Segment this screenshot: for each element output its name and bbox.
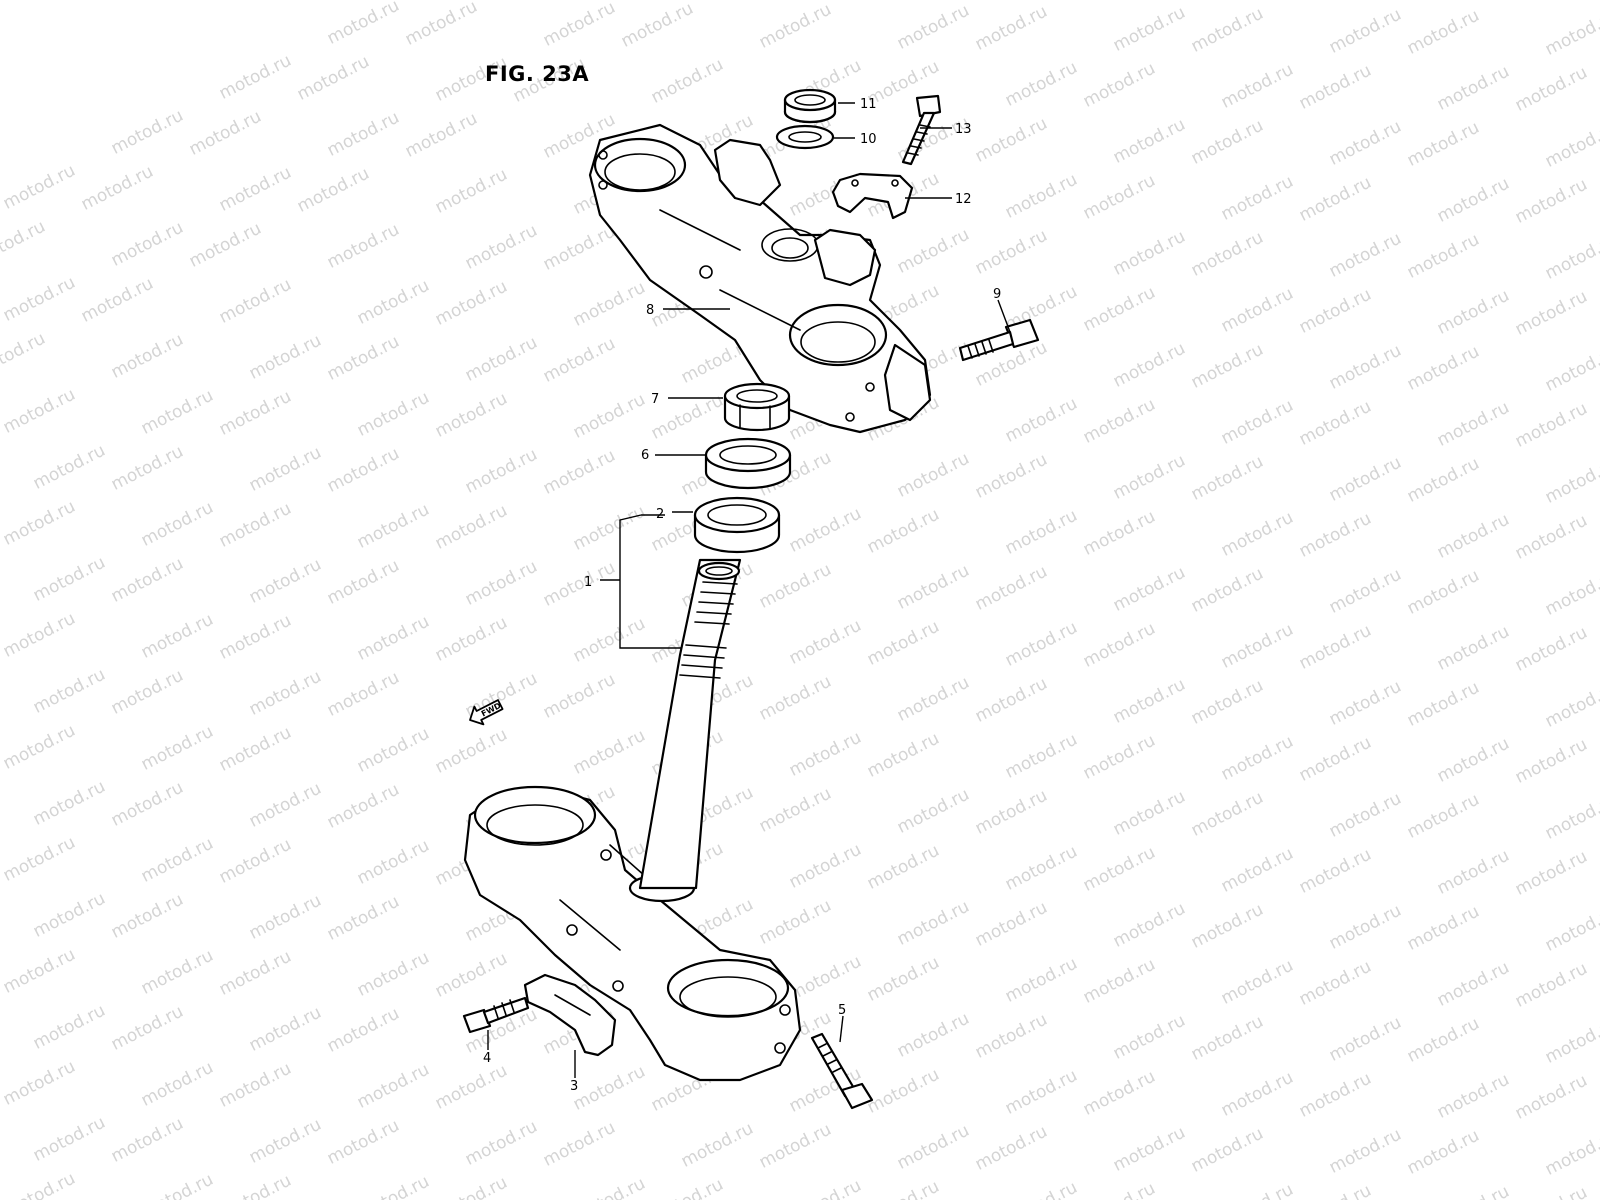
figure-title: FIG. 23A (485, 62, 590, 86)
part-2-bearing (693, 496, 781, 554)
part-9-bolt (958, 318, 1040, 362)
part-6-bearing (704, 437, 792, 490)
upper-bracket (588, 123, 932, 434)
callout-11: 11 (860, 97, 877, 112)
callout-13: 13 (955, 122, 972, 137)
part-10-washer (775, 124, 835, 150)
callout-1: 1 (584, 575, 592, 590)
callout-5: 5 (838, 1003, 846, 1018)
leader-lines (487, 102, 1011, 1078)
part-11-nut (783, 88, 837, 124)
callout-8: 8 (646, 303, 654, 318)
part-5-bolt (810, 1032, 874, 1110)
steering-stem (638, 558, 742, 890)
callout-labels: 1 2 3 4 5 6 7 8 9 10 11 12 13 (483, 97, 1001, 1094)
callout-2: 2 (656, 507, 664, 522)
callout-7: 7 (651, 392, 659, 407)
callout-9: 9 (993, 287, 1001, 302)
callout-10: 10 (860, 132, 877, 147)
callout-6: 6 (641, 448, 649, 463)
part-7-locknut (723, 382, 791, 432)
part-12-clamp (831, 172, 914, 220)
part-4-bolt (462, 996, 530, 1034)
part-13-bolt (901, 94, 942, 166)
part-3-clamp (523, 973, 617, 1057)
lower-bracket (463, 785, 802, 1082)
callout-12: 12 (955, 192, 972, 207)
callout-4: 4 (483, 1051, 491, 1066)
fwd-arrow-icon: FWD (469, 699, 504, 726)
callout-3: 3 (570, 1079, 578, 1094)
